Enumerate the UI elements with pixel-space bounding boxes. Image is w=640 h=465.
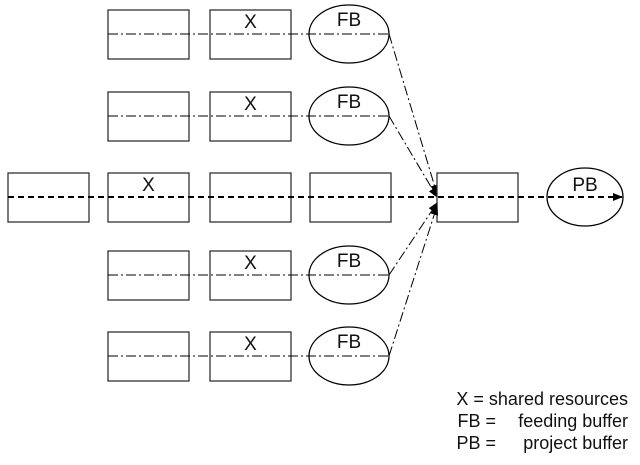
- feeding-buffer-label: FB: [337, 251, 361, 272]
- feeding-merge-arrow: [388, 205, 439, 357]
- resource-label: X: [244, 12, 257, 33]
- project-buffer-ellipse: [546, 167, 624, 227]
- legend-item-shared-resources: X =shared resources: [456, 389, 628, 409]
- legend-item-project-buffer: PB =project buffer: [456, 433, 628, 453]
- feeding-buffer-label: FB: [337, 10, 361, 31]
- resource-label: X: [142, 175, 155, 196]
- resource-label: X: [244, 334, 257, 355]
- legend: X =shared resources FB =feeding buffer P…: [456, 388, 628, 454]
- feeding-merge-arrow: [388, 115, 438, 198]
- feeding-buffer-label: FB: [337, 92, 361, 113]
- legend-item-feeding-buffer: FB =feeding buffer: [457, 411, 628, 431]
- resource-label: X: [244, 253, 257, 274]
- feeding-buffer-label: FB: [337, 332, 361, 353]
- feeding-merge-arrow: [388, 202, 438, 276]
- resource-label: X: [244, 94, 257, 115]
- feeding-merge-arrow: [388, 33, 439, 195]
- project-buffer-label: PB: [572, 175, 597, 196]
